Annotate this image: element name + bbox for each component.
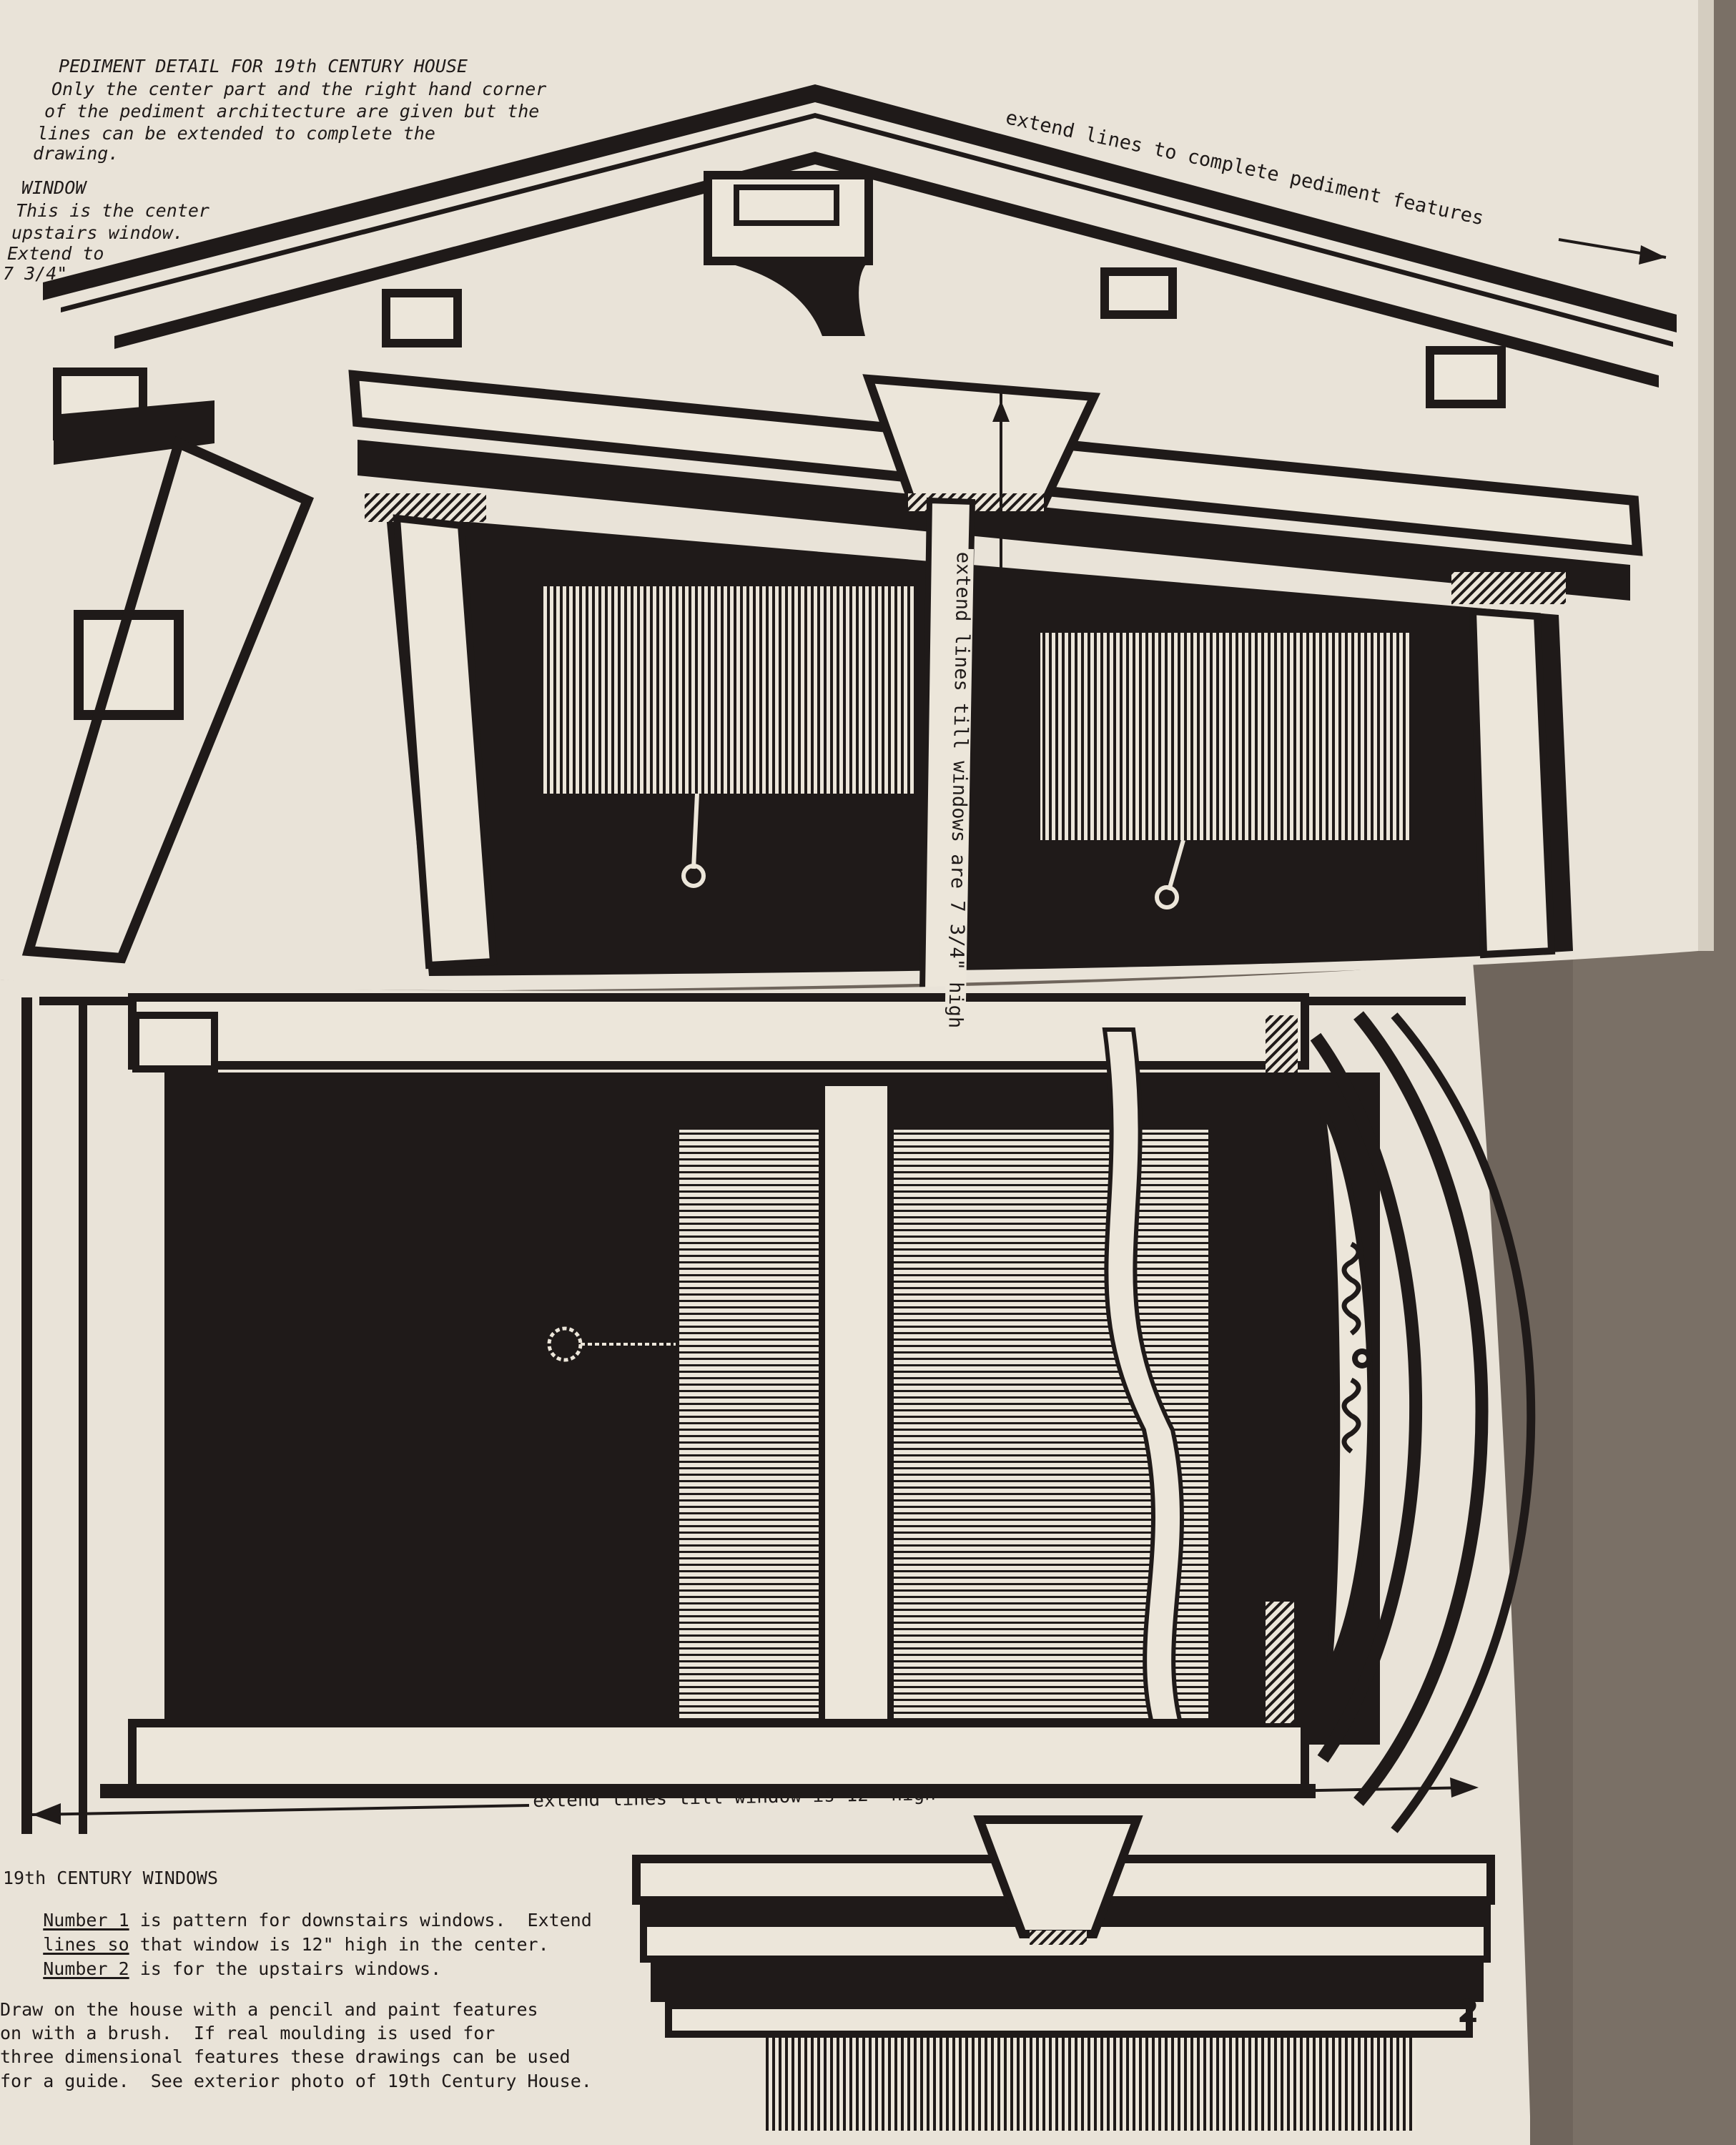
windows-title: 19th CENTURY WINDOWS [3, 1868, 219, 1888]
window-note-line-2: upstairs window. [11, 222, 184, 243]
scroll-ornament [1341, 1241, 1372, 1454]
pediment-note-line-3: lines can be extended to complete the [37, 123, 435, 144]
instructions-line-4: for a guide. See exterior photo of 19th … [0, 2071, 592, 2091]
number-2-label: Number 2 [43, 1958, 129, 1979]
window-note-line-1: This is the center [16, 200, 209, 221]
window-note-line-3: Extend to [7, 243, 104, 264]
pediment-note-line-1: Only the center part and the right hand … [51, 79, 547, 99]
pediment-title: PEDIMENT DETAIL FOR 19th CENTURY HOUSE [59, 56, 468, 77]
windows-line-2: lines so that window is 12" high in the … [0, 1913, 549, 1976]
windows-line-1: Number 1 is pattern for downstairs windo… [0, 1889, 592, 1951]
instructions-line-2: on with a brush. If real moulding is use… [0, 2023, 495, 2043]
instructions-line-1: Draw on the house with a pencil and pain… [0, 1999, 538, 2020]
top-page [0, 0, 1714, 993]
lines-so-label: lines so [43, 1934, 129, 1955]
pediment-note-line-4: drawing. [33, 143, 119, 164]
windows-line-3: Number 2 is for the upstairs windows. [0, 1938, 441, 2000]
page-number: 2 [1457, 1993, 1479, 2030]
window-title: WINDOW [21, 177, 87, 198]
number-2-text: is for the upstairs windows. [129, 1958, 442, 1979]
number-1-label: Number 1 [43, 1910, 129, 1930]
instructions-line-3: three dimensional features these drawing… [0, 2046, 571, 2067]
lines-so-text: that window is 12" high in the center. [129, 1934, 549, 1955]
pediment-note-line-2: of the pediment architecture are given b… [44, 101, 540, 122]
number-1-text: is pattern for downstairs windows. Exten… [129, 1910, 592, 1930]
bottom-page [0, 962, 1536, 2145]
window-note-line-4: 7 3/4". [3, 263, 79, 284]
